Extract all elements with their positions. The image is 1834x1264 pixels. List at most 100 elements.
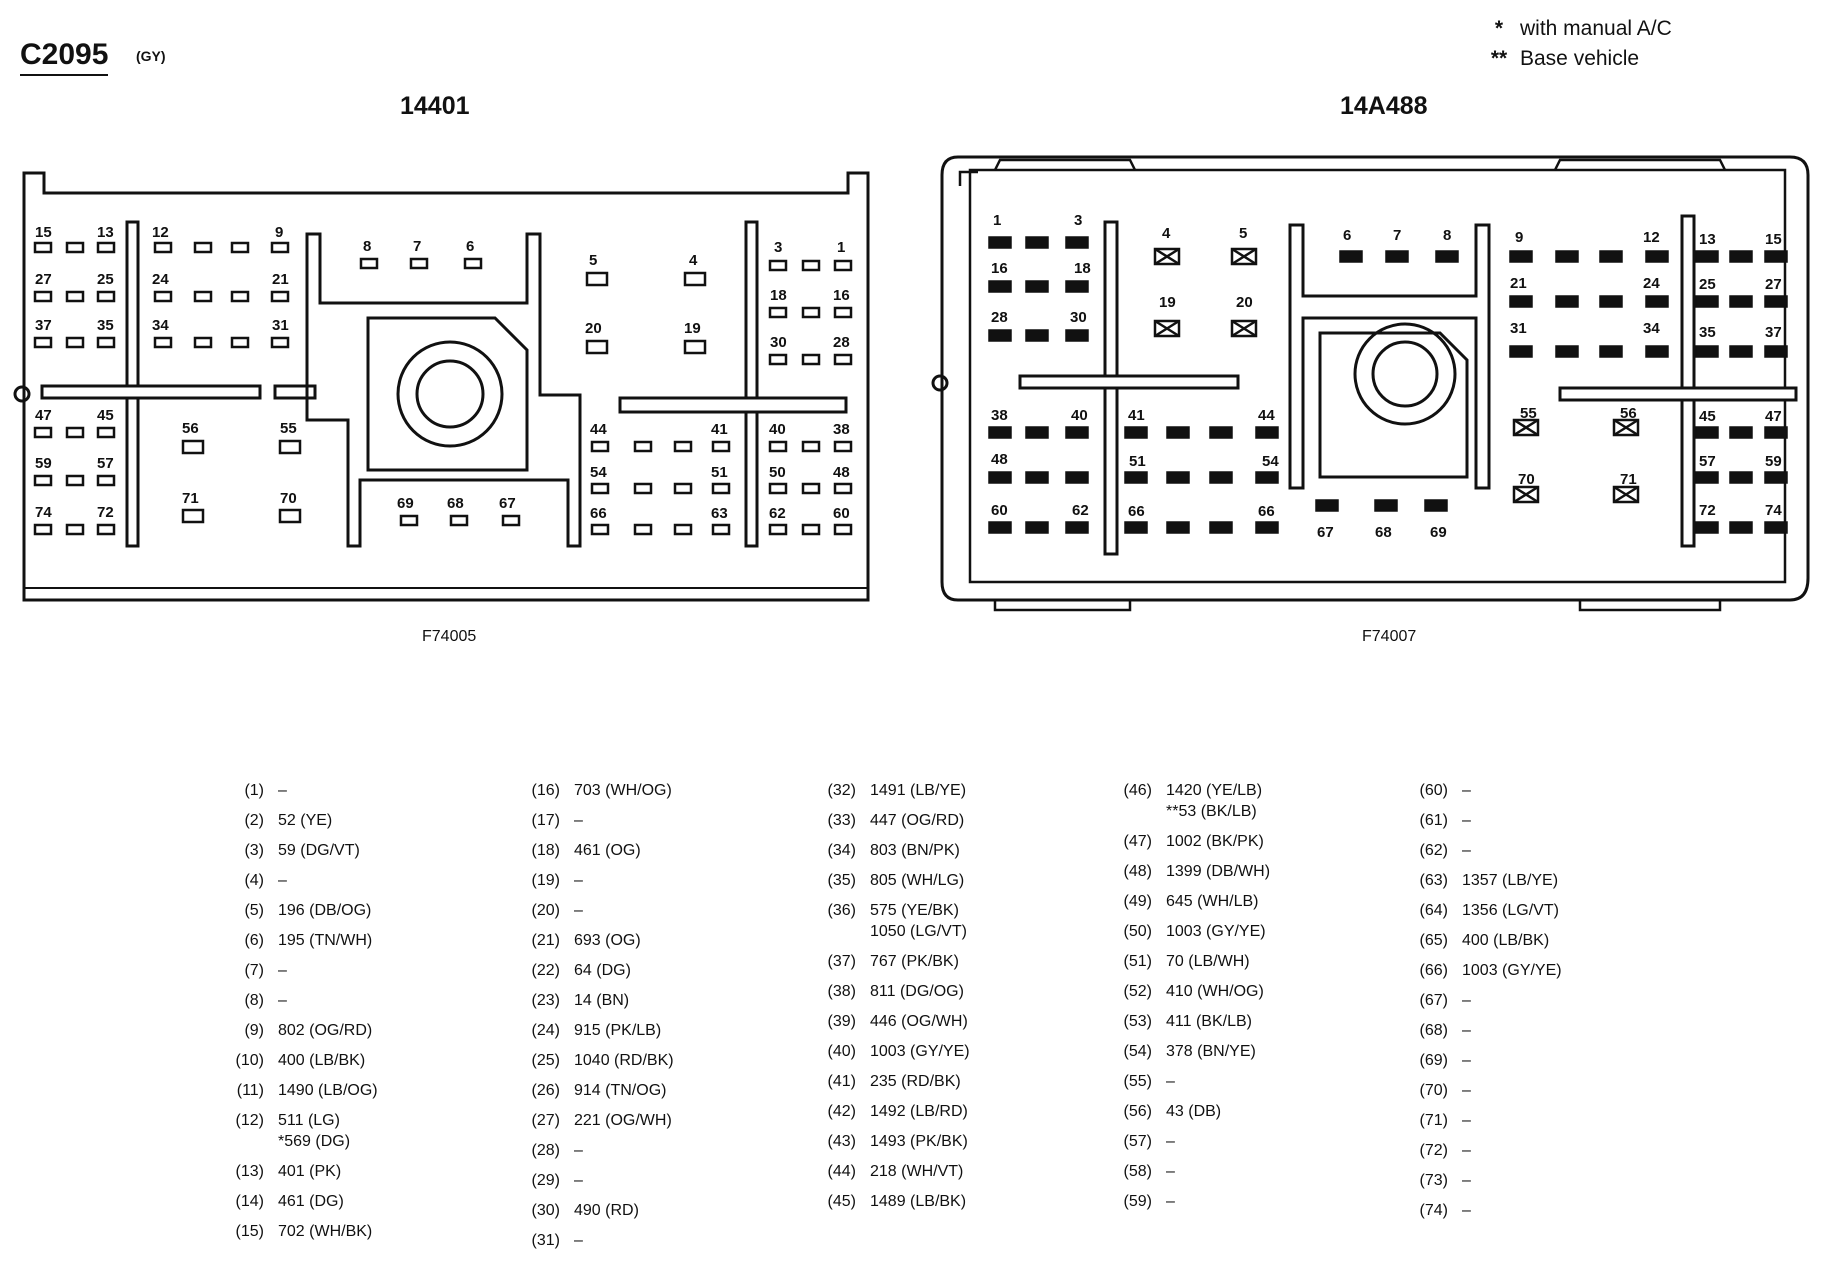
circuit-value: 575 (YE/BK) 1050 (LG/VT) — [870, 902, 967, 940]
cavity-number: (8) — [244, 992, 264, 1009]
pin-label: 6 — [466, 238, 474, 255]
cavity-number: (52) — [1123, 983, 1152, 1000]
circuit-value: – — [1166, 1193, 1175, 1210]
cavity-number: (27) — [531, 1112, 560, 1129]
note-row: ** Base vehicle — [1478, 44, 1672, 74]
legend-row: (34)803 (BN/PK) — [812, 840, 1102, 861]
pin-label: 13 — [97, 224, 114, 241]
pin-label: 72 — [1699, 502, 1716, 519]
circuit-value: 1003 (GY/YE) — [1462, 962, 1562, 979]
legend-row: (62)– — [1404, 840, 1694, 861]
circuit-value: 218 (WH/VT) — [870, 1163, 964, 1180]
circuit-value: – — [574, 812, 583, 829]
cavity-number: (12) — [235, 1112, 264, 1129]
legend-row: (57)– — [1108, 1131, 1398, 1152]
legend-row: (61)– — [1404, 810, 1694, 831]
circuit-value: – — [278, 962, 287, 979]
cavity-number: (18) — [531, 842, 560, 859]
legend-row: (48)1399 (DB/WH) — [1108, 861, 1398, 882]
note-symbol: * — [1494, 17, 1504, 40]
legend-row: (52)410 (WH/OG) — [1108, 981, 1398, 1002]
notes-legend: * with manual A/C ** Base vehicle — [1478, 14, 1672, 74]
circuit-value: 1003 (GY/YE) — [870, 1043, 970, 1060]
legend-column: (46)1420 (YE/LB) **53 (BK/LB)(47)1002 (B… — [1108, 780, 1398, 1221]
pin-label: 48 — [833, 464, 850, 481]
pin-label: 54 — [590, 464, 607, 481]
pin-label: 3 — [1074, 212, 1082, 229]
pin-label: 59 — [1765, 453, 1782, 470]
pin-label: 35 — [1699, 324, 1716, 341]
pin-label: 1 — [837, 239, 845, 256]
pin-label: 44 — [1258, 407, 1275, 424]
pin-label: 4 — [689, 252, 698, 269]
legend-row: (14)461 (DG) — [220, 1191, 510, 1212]
circuit-value: – — [1462, 842, 1471, 859]
legend-row: (65)400 (LB/BK) — [1404, 930, 1694, 951]
cavity-number: (61) — [1419, 812, 1448, 829]
circuit-value: 59 (DG/VT) — [278, 842, 360, 859]
pin-label: 8 — [363, 238, 371, 255]
circuit-value: 1356 (LG/VT) — [1462, 902, 1559, 919]
pin-label: 8 — [1443, 227, 1451, 244]
cavity-number: (37) — [827, 953, 856, 970]
pin-label: 41 — [711, 421, 728, 438]
left-part-number: 14401 — [400, 92, 470, 120]
legend-row: (30)490 (RD) — [516, 1200, 806, 1221]
circuit-value: 1492 (LB/RD) — [870, 1103, 968, 1120]
legend-row: (31)– — [516, 1230, 806, 1251]
legend-row: (59)– — [1108, 1191, 1398, 1212]
legend-row: (44)218 (WH/VT) — [812, 1161, 1102, 1182]
cavity-number: (4) — [244, 872, 264, 889]
circuit-value: – — [1166, 1133, 1175, 1150]
pin-label: 18 — [1074, 260, 1091, 277]
legend-row: (40)1003 (GY/YE) — [812, 1041, 1102, 1062]
pin-label: 9 — [1515, 229, 1523, 246]
pin-label: 60 — [991, 502, 1008, 519]
cavity-number: (49) — [1123, 893, 1152, 910]
cavity-number: (29) — [531, 1172, 560, 1189]
pin-label: 24 — [1643, 275, 1660, 292]
legend-row: (24)915 (PK/LB) — [516, 1020, 806, 1041]
circuit-value: 803 (BN/PK) — [870, 842, 960, 859]
pin-label: 25 — [97, 271, 114, 288]
cavity-number: (68) — [1419, 1022, 1448, 1039]
pin-label: 40 — [1071, 407, 1088, 424]
circuit-value: – — [278, 872, 287, 889]
legend-row: (43)1493 (PK/BK) — [812, 1131, 1102, 1152]
circuit-value: – — [574, 902, 583, 919]
legend-column: (32)1491 (LB/YE)(33)447 (OG/RD)(34)803 (… — [812, 780, 1102, 1221]
legend-row: (55)– — [1108, 1071, 1398, 1092]
legend-row: (3)59 (DG/VT) — [220, 840, 510, 861]
legend-row: (36)575 (YE/BK) 1050 (LG/VT) — [812, 900, 1102, 942]
cavity-number: (47) — [1123, 833, 1152, 850]
pin-label: 71 — [1620, 471, 1637, 488]
pin-label: 28 — [991, 309, 1008, 326]
legend-row: (5)196 (DB/OG) — [220, 900, 510, 921]
legend-row: (38)811 (DG/OG) — [812, 981, 1102, 1002]
circuit-value: 196 (DB/OG) — [278, 902, 372, 919]
circuit-value: – — [278, 782, 287, 799]
pin-label: 67 — [499, 495, 516, 512]
legend-row: (11)1490 (LB/OG) — [220, 1080, 510, 1101]
cavity-number: (59) — [1123, 1193, 1152, 1210]
cavity-number: (50) — [1123, 923, 1152, 940]
pin-label: 50 — [769, 464, 786, 481]
legend-row: (50)1003 (GY/YE) — [1108, 921, 1398, 942]
legend-row: (22)64 (DG) — [516, 960, 806, 981]
legend-row: (27)221 (OG/WH) — [516, 1110, 806, 1131]
legend-row: (32)1491 (LB/YE) — [812, 780, 1102, 801]
legend-row: (37)767 (PK/BK) — [812, 951, 1102, 972]
pin-label: 15 — [35, 224, 52, 241]
cavity-number: (2) — [244, 812, 264, 829]
pin-label: 69 — [1430, 524, 1447, 541]
pin-label: 51 — [711, 464, 728, 481]
pin-label: 5 — [1239, 225, 1247, 242]
circuit-value: 1489 (LB/BK) — [870, 1193, 967, 1210]
pin-label: 37 — [35, 317, 52, 334]
cavity-number: (60) — [1419, 782, 1448, 799]
circuit-value: 490 (RD) — [574, 1202, 639, 1219]
pin-label: 21 — [1510, 275, 1527, 292]
pin-label: 69 — [397, 495, 414, 512]
circuit-value: 43 (DB) — [1166, 1103, 1222, 1120]
legend-row: (73)– — [1404, 1170, 1694, 1191]
